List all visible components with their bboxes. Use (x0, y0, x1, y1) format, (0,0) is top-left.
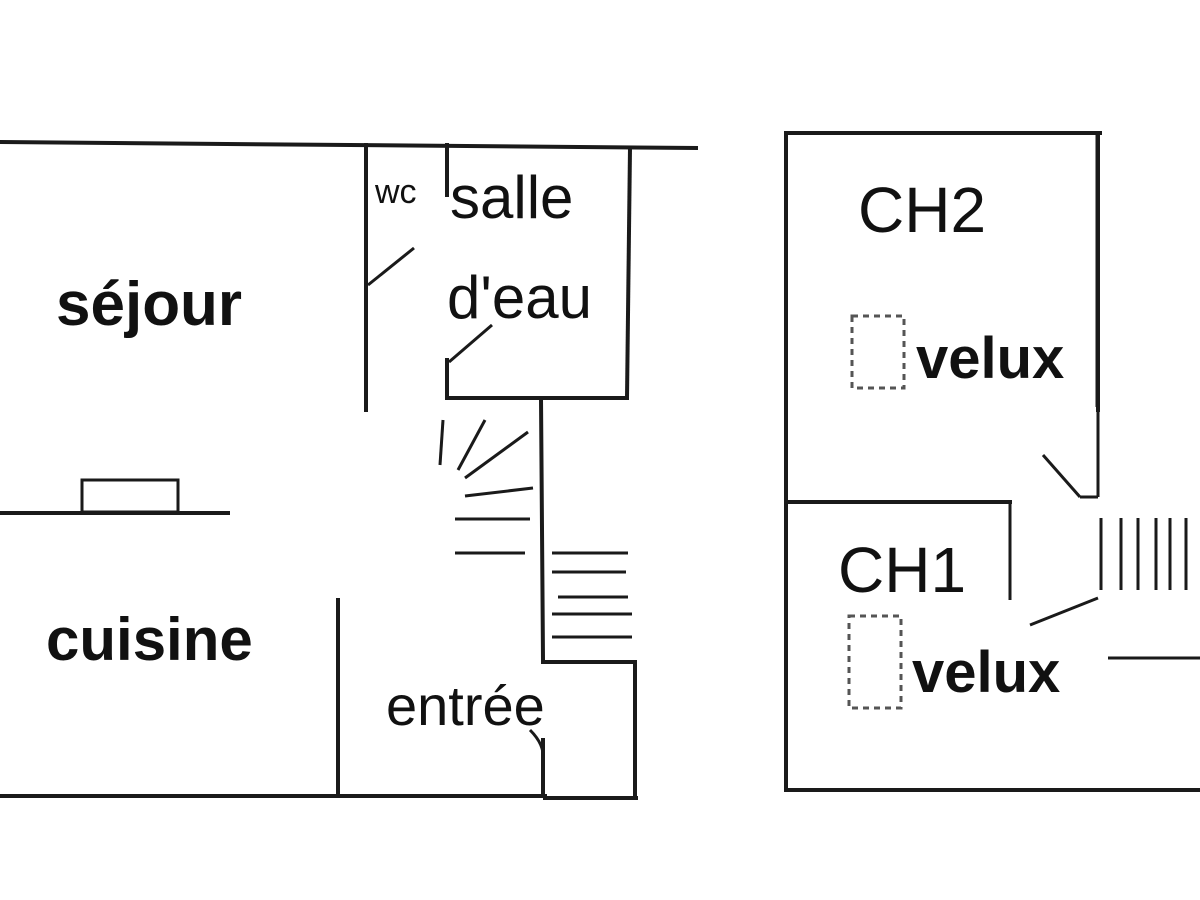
doors (1029, 407, 1100, 627)
staircase (438, 419, 632, 639)
room-label-salle: salle (450, 164, 573, 231)
skylight-label-ch2: velux (916, 326, 1064, 391)
room-label-entree: entrée (386, 674, 545, 737)
staircase (1099, 518, 1188, 590)
ground-floor-plan: séjour cuisine wc salle d'eau entrée (0, 139, 699, 800)
fireplace (80, 478, 180, 514)
room-label-cuisine: cuisine (46, 606, 253, 673)
room-label-ch1: CH1 (838, 534, 966, 606)
room-label-deau: d'eau (447, 264, 592, 331)
room-label-ch2: CH2 (858, 174, 986, 246)
room-label-wc: wc (374, 173, 417, 211)
skylight-label-ch1: velux (912, 640, 1060, 705)
skylight-icon (847, 614, 903, 710)
doors (367, 246, 545, 761)
upper-floor-plan: CH2 CH1 velux velux (784, 131, 1200, 792)
skylight-icon (850, 314, 906, 390)
upper-floor-walls (784, 131, 1200, 792)
ground-floor-walls (0, 139, 699, 800)
room-label-sejour: séjour (56, 270, 242, 339)
